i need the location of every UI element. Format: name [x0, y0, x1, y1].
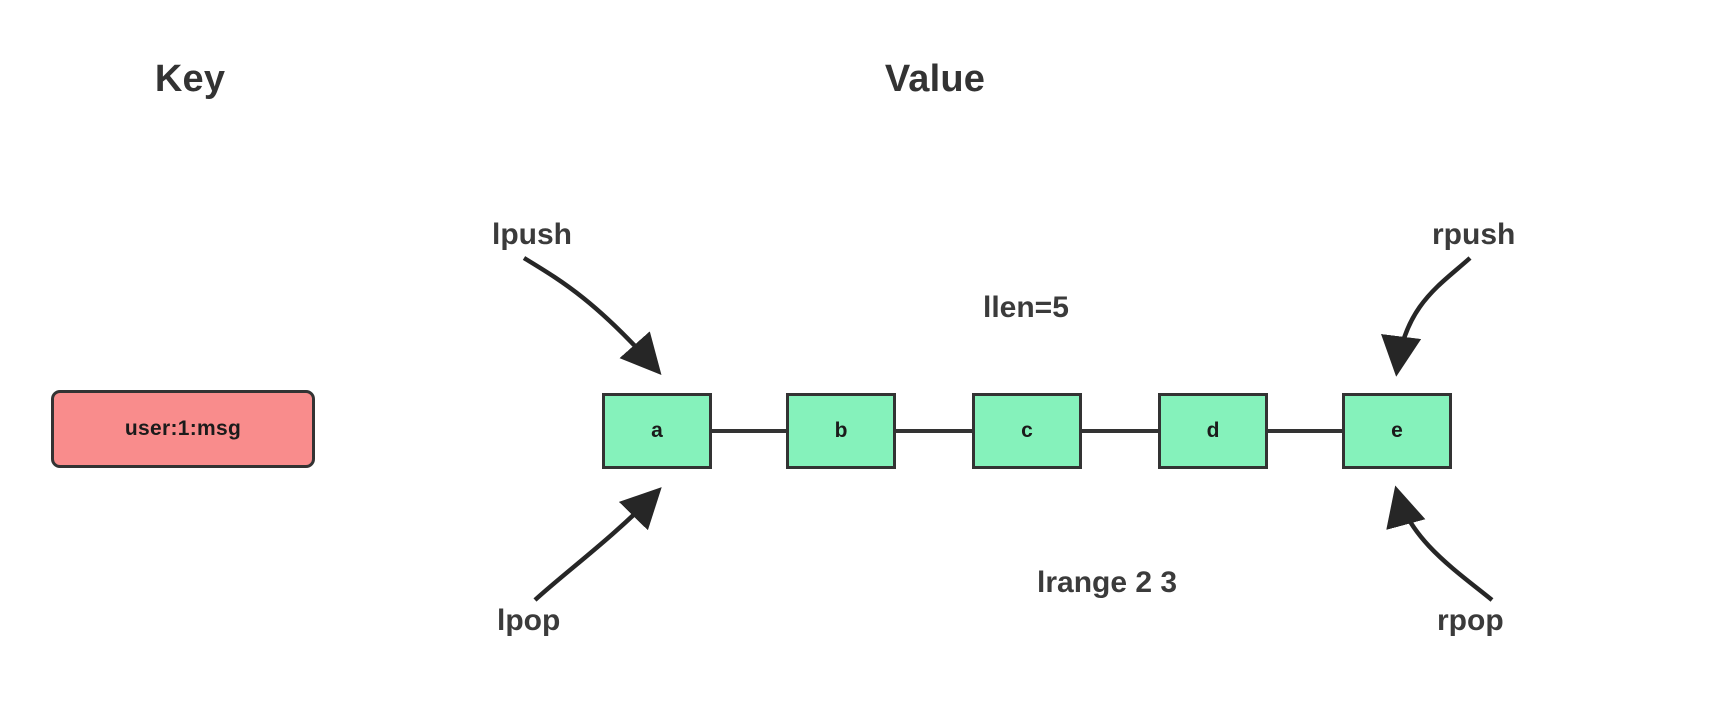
- lpush-label: lpush: [492, 218, 572, 251]
- list-node-3: d: [1158, 393, 1268, 469]
- lpush-arrow: [522, 256, 662, 376]
- lpop-arrow: [533, 487, 662, 602]
- list-node-0: a: [602, 393, 712, 469]
- llen-annotation: llen=5: [983, 291, 1069, 324]
- list-node-label: a: [651, 419, 663, 442]
- page-title-value: Value: [884, 58, 986, 100]
- page-title-key: Key: [154, 58, 226, 100]
- rpop-label: rpop: [1437, 604, 1504, 637]
- rpush-arrow: [1381, 256, 1472, 377]
- list-node-label: e: [1391, 419, 1403, 442]
- lrange-annotation: lrange 2 3: [1037, 566, 1178, 599]
- list-node-label: b: [834, 419, 848, 442]
- key-box-label: user:1:msg: [124, 417, 242, 440]
- list-node-1: b: [786, 393, 896, 469]
- list-node-4: e: [1342, 393, 1452, 469]
- rpush-label: rpush: [1432, 218, 1516, 251]
- list-node-label: c: [1021, 419, 1033, 442]
- list-node-label: d: [1206, 419, 1220, 442]
- lpop-label: lpop: [497, 604, 561, 637]
- key-box: user:1:msg: [51, 390, 315, 468]
- list-node-2: c: [972, 393, 1082, 469]
- rpop-arrow: [1386, 485, 1494, 602]
